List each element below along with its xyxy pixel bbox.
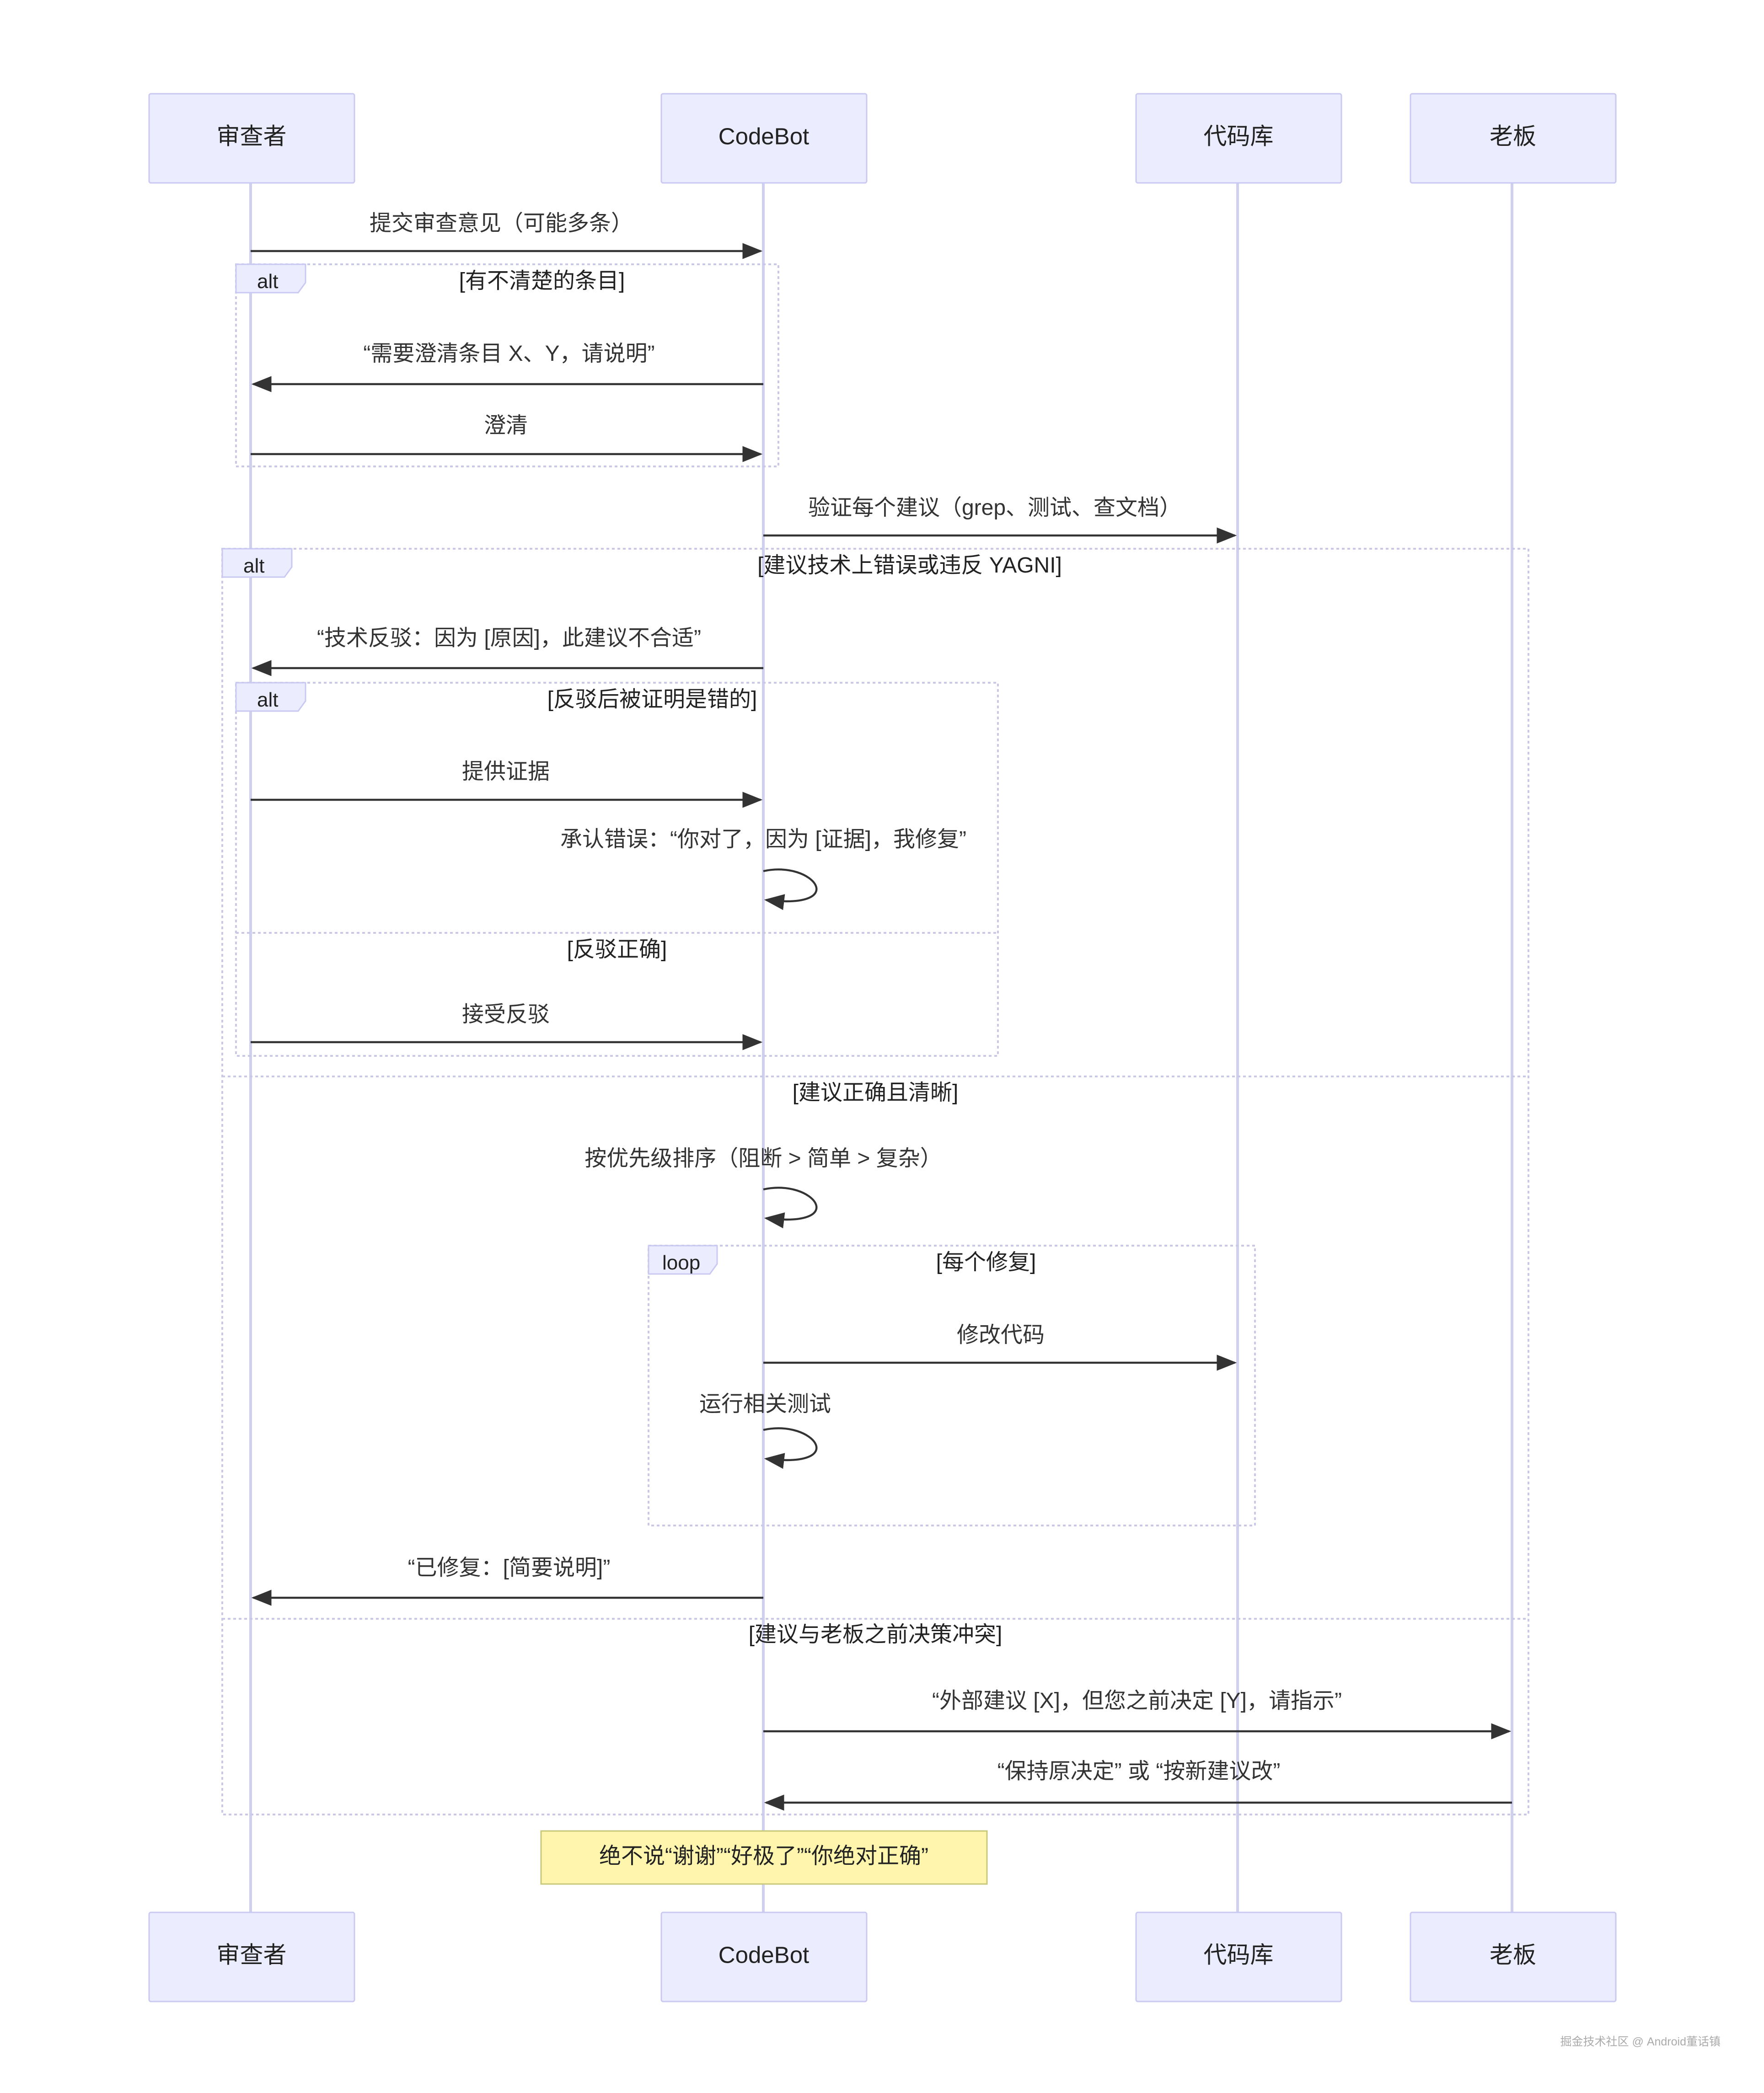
message-label: “外部建议 [X]，但您之前决定 [Y]，请指示” <box>932 1689 1342 1713</box>
message-label: 提供证据 <box>462 760 550 784</box>
frame-alt-suggestion: alt [建议技术上错误或违反 YAGNI] [建议正确且清晰] [建议与老板之… <box>221 548 1529 1815</box>
actor-boss[interactable]: 老板 <box>1410 93 1617 184</box>
message-m8: 接受反驳 <box>251 1002 763 1050</box>
lifelines <box>249 183 1513 1914</box>
actor-label: CodeBot <box>718 1942 809 1968</box>
actor-label: 审查者 <box>216 123 286 149</box>
actor-label: 代码库 <box>1203 123 1273 149</box>
message-label: “需要澄清条目 X、Y，请说明” <box>363 342 654 366</box>
message-label: 提交审查意见（可能多条） <box>370 211 633 236</box>
message-m14: “保持原决定” 或 “按新建议改” <box>764 1759 1512 1811</box>
actor-box <box>660 1911 868 2002</box>
note: 绝不说“谢谢”“好极了”“你绝对正确” <box>540 1830 988 1885</box>
actor-codebot-bottom[interactable]: CodeBot <box>660 1911 868 2002</box>
note-text: 绝不说“谢谢”“好极了”“你绝对正确” <box>599 1844 928 1868</box>
frame-border <box>235 682 999 1057</box>
actor-label: 代码库 <box>1203 1942 1273 1968</box>
frame-condition: [建议正确且清晰] <box>793 1081 959 1105</box>
message-m7: 承认错误：“你对了，因为 [证据]，我修复” <box>560 827 966 910</box>
actor-codebot[interactable]: CodeBot <box>660 93 868 184</box>
message-self-arrow <box>763 1187 818 1229</box>
message-label: “保持原决定” 或 “按新建议改” <box>997 1759 1281 1783</box>
note-box <box>540 1830 988 1885</box>
frame-type-tag <box>221 548 293 578</box>
frame-condition: [建议技术上错误或违反 YAGNI] <box>757 553 1062 578</box>
watermark: 掘金技术社区 @ Android董话镇 <box>1560 2035 1721 2048</box>
message-label: 修改代码 <box>957 1323 1045 1347</box>
actor-repo[interactable]: 代码库 <box>1135 93 1342 184</box>
message-label: 按优先级排序（阻断 > 简单 > 复杂） <box>584 1146 942 1171</box>
frame-type-label: alt <box>257 270 278 293</box>
actor-reviewer-bottom[interactable]: 审查者 <box>148 1911 355 2002</box>
actors-bottom: 审查者 CodeBot 代码库 老板 <box>148 1911 1617 2002</box>
message-m10: 修改代码 <box>763 1323 1237 1371</box>
frame-alt-unclear: alt [有不清楚的条目] <box>235 263 779 467</box>
message-self-arrow <box>763 868 818 910</box>
message-label: 承认错误：“你对了，因为 [证据]，我修复” <box>560 827 966 851</box>
frame-loop-fix: loop [每个修复] <box>648 1245 1256 1526</box>
message-label: 验证每个建议（grep、测试、查文档） <box>808 496 1181 520</box>
actor-box <box>1410 93 1617 184</box>
frame-condition: [建议与老板之前决策冲突] <box>749 1622 1003 1647</box>
message-m2: “需要澄清条目 X、Y，请说明” <box>251 342 763 392</box>
message-m5: “技术反驳：因为 [原因]，此建议不合适” <box>251 626 763 676</box>
actor-box <box>148 1911 355 2002</box>
frame-border <box>221 548 1529 1815</box>
frame-type-label: loop <box>662 1252 700 1274</box>
frame-type-tag <box>235 682 306 712</box>
frame-condition: [每个修复] <box>936 1250 1036 1274</box>
message-label: 接受反驳 <box>462 1002 550 1027</box>
message-m9: 按优先级排序（阻断 > 简单 > 复杂） <box>584 1146 942 1229</box>
frame-condition: [有不清楚的条目] <box>459 269 625 293</box>
message-label: “已修复：[简要说明]” <box>408 1556 611 1580</box>
message-m13: “外部建议 [X]，但您之前决定 [Y]，请指示” <box>763 1689 1512 1740</box>
actor-repo-bottom[interactable]: 代码库 <box>1135 1911 1342 2002</box>
message-m3: 澄清 <box>251 413 763 462</box>
frame-type-label: alt <box>243 555 264 577</box>
frame-condition: [反驳正确] <box>567 937 667 962</box>
frame-border <box>648 1245 1256 1526</box>
message-self-arrow <box>763 1427 818 1469</box>
frame-alt-rebuttal: alt [反驳后被证明是错的] [反驳正确] <box>235 682 999 1057</box>
actor-label: CodeBot <box>718 123 809 149</box>
message-label: 运行相关测试 <box>699 1392 831 1416</box>
actor-label: 老板 <box>1490 123 1536 149</box>
message-m6: 提供证据 <box>251 760 763 808</box>
message-m12: “已修复：[简要说明]” <box>251 1556 763 1606</box>
actor-box <box>1135 1911 1342 2002</box>
actor-label: 审查者 <box>216 1942 286 1968</box>
frame-type-label: alt <box>257 689 278 711</box>
actor-box <box>148 93 355 184</box>
message-m11: 运行相关测试 <box>699 1392 831 1469</box>
actors-top: 审查者 CodeBot 代码库 老板 <box>148 93 1617 184</box>
actor-box <box>660 93 868 184</box>
message-m1: 提交审查意见（可能多条） <box>251 211 763 259</box>
frame-type-tag <box>235 263 306 294</box>
actor-box <box>1135 93 1342 184</box>
frame-type-tag <box>648 1245 718 1275</box>
message-m4: 验证每个建议（grep、测试、查文档） <box>763 496 1237 544</box>
actor-label: 老板 <box>1490 1942 1536 1968</box>
actor-reviewer[interactable]: 审查者 <box>148 93 355 184</box>
message-label: “技术反驳：因为 [原因]，此建议不合适” <box>317 626 701 650</box>
actor-boss-bottom[interactable]: 老板 <box>1410 1911 1617 2002</box>
message-label: 澄清 <box>484 413 528 438</box>
frame-condition: [反驳后被证明是错的] <box>547 687 757 712</box>
actor-box <box>1410 1911 1617 2002</box>
frame-border <box>235 263 779 467</box>
